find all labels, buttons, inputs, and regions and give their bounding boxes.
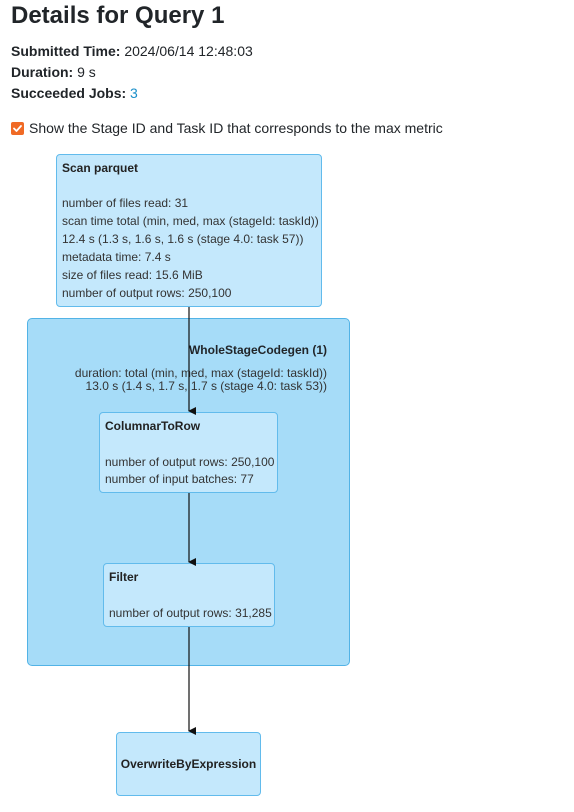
scan-metric: 12.4 s (1.3 s, 1.6 s, 1.6 s (stage 4.0: … [62, 232, 304, 246]
filter-metric: number of output rows: 31,285 [109, 606, 272, 620]
page-title: Details for Query 1 [11, 2, 225, 29]
scan-metric: size of files read: 15.6 MiB [62, 268, 203, 282]
show-stage-option: Show the Stage ID and Task ID that corre… [11, 118, 443, 138]
codegen-metric: duration: total (min, med, max (stageId:… [74, 366, 327, 380]
succeeded-jobs-link[interactable]: 3 [130, 85, 138, 101]
scan-metric: metadata time: 7.4 s [62, 250, 171, 264]
submitted-time-label: Submitted Time: [11, 43, 121, 59]
overwrite-node[interactable] [116, 732, 261, 796]
duration-row: Duration: 9 s [11, 62, 96, 82]
columnar-to-row-title: ColumnarToRow [105, 419, 201, 433]
columnar-to-row-node[interactable] [99, 412, 278, 493]
show-stage-label[interactable]: Show the Stage ID and Task ID that corre… [29, 120, 443, 136]
scan-metric: scan time total (min, med, max (stageId:… [62, 214, 319, 228]
duration-label: Duration: [11, 64, 74, 80]
submitted-time-value: 2024/06/14 12:48:03 [124, 43, 253, 59]
columnar-metric: number of input batches: 77 [105, 472, 254, 486]
scan-metric: number of files read: 31 [62, 196, 189, 210]
submitted-time-row: Submitted Time: 2024/06/14 12:48:03 [11, 41, 253, 61]
codegen-title: WholeStageCodegen (1) [188, 343, 327, 357]
codegen-metric: 13.0 s (1.4 s, 1.7 s, 1.7 s (stage 4.0: … [85, 379, 327, 393]
scan-metric: number of output rows: 250,100 [62, 286, 232, 300]
filter-title: Filter [109, 570, 139, 584]
columnar-metric: number of output rows: 250,100 [105, 455, 275, 469]
scan-parquet-title: Scan parquet [62, 161, 139, 175]
succeeded-jobs-label: Succeeded Jobs: [11, 85, 127, 101]
succeeded-jobs-row: Succeeded Jobs: 3 [11, 83, 138, 103]
show-stage-checkbox[interactable] [11, 121, 24, 135]
checkmark-icon [13, 124, 22, 132]
scan-parquet-node[interactable] [56, 154, 322, 307]
duration-value: 9 s [77, 64, 96, 80]
overwrite-title: OverwriteByExpression [120, 757, 257, 771]
